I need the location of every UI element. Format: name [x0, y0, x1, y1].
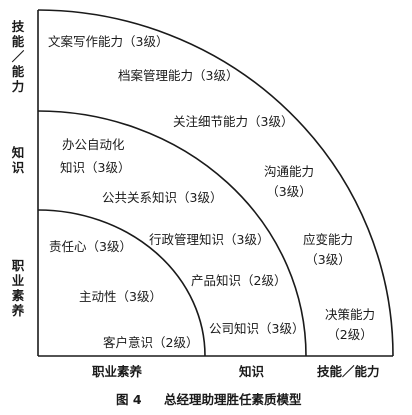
figure-number: 图 4 [116, 392, 142, 407]
item-company-knowledge: 公司知识（3级） [209, 321, 305, 336]
axis-label-knowledge: 知 识 [11, 145, 25, 175]
axis-label-skills: 技 能 ／ 能 力 [11, 19, 25, 94]
item-responsibility: 责任心（3级） [49, 239, 132, 254]
item-customer-awareness: 客户意识（2级） [103, 335, 199, 350]
literacy-arc [37, 209, 206, 357]
item-copywriting: 文案写作能力（3级） [48, 34, 169, 49]
item-attention-to-detail: 关注细节能力（3级） [173, 114, 294, 129]
skills-arc [37, 9, 394, 357]
axis-label-knowledge-bottom: 知识 [239, 364, 265, 379]
item-adaptability: 应变能力 （3级） [302, 232, 353, 267]
figure-title: 总经理助理胜任素质模型 [164, 392, 302, 407]
knowledge-arc [37, 110, 307, 357]
axis-label-skills-bottom: 技能／能力 [317, 364, 380, 379]
item-public-relations: 公共关系知识（3级） [102, 190, 223, 205]
item-product-knowledge: 产品知识（2级） [191, 273, 287, 288]
item-initiative: 主动性（3级） [79, 289, 162, 304]
item-administrative-management: 行政管理知识（3级） [149, 232, 270, 247]
item-communication: 沟通能力 （3级） [263, 164, 314, 199]
axis-label-literacy-bottom: 职业素养 [92, 364, 143, 379]
item-office-automation: 办公自动化 知识（3级） [60, 137, 131, 175]
item-archive-management: 档案管理能力（3级） [118, 68, 239, 83]
axis-label-literacy: 职 业 素 养 [11, 258, 25, 318]
item-decision-making: 决策能力 （2级） [324, 307, 375, 342]
